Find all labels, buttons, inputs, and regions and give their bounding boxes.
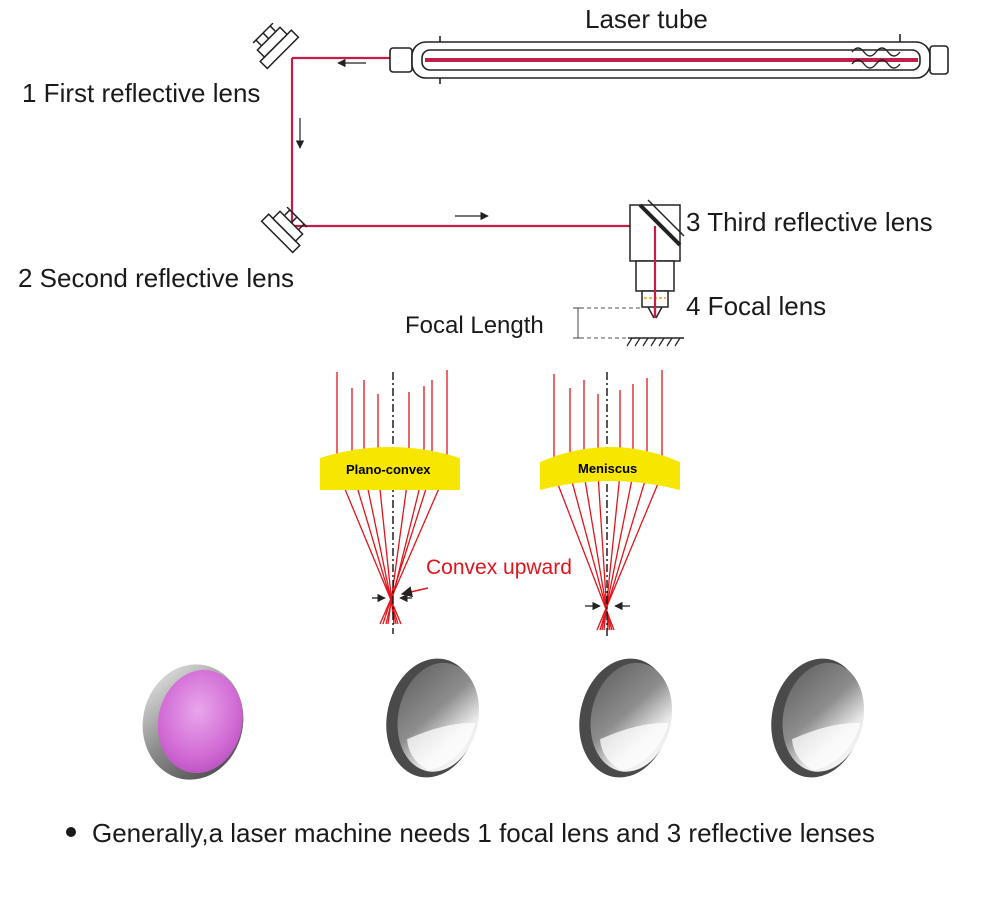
reflective-lens-photo-1 xyxy=(386,658,480,778)
plano-convex-lens xyxy=(320,447,460,490)
convex-upward-label: Convex upward xyxy=(426,556,572,579)
third-lens-label: 3 Third reflective lens xyxy=(686,207,933,237)
plano-convex-label: Plano-convex xyxy=(346,462,431,477)
summary-note-text: Generally,a laser machine needs 1 focal … xyxy=(92,818,875,848)
meniscus-label: Meniscus xyxy=(578,461,637,476)
reflective-lens-photo-2 xyxy=(579,658,673,778)
focal-lens-label: 4 Focal lens xyxy=(686,291,826,321)
focal-length-dimension xyxy=(573,307,640,339)
laser-tube-label: Laser tube xyxy=(585,4,708,34)
reflective-lens-photo-3 xyxy=(771,658,865,778)
arrow-icon xyxy=(295,58,489,221)
focal-length-label: Focal Length xyxy=(405,312,544,339)
plano-convex-rays xyxy=(336,370,448,625)
beam-path xyxy=(290,56,657,318)
meniscus-diagram: Meniscus xyxy=(540,370,680,636)
laser-head-icon xyxy=(629,199,685,319)
workpiece-icon xyxy=(626,337,684,347)
second-lens-label: 2 Second reflective lens xyxy=(18,263,294,293)
focal-lens-photo xyxy=(142,664,244,780)
second-mirror-icon xyxy=(260,206,308,254)
first-lens-label: 1 First reflective lens xyxy=(22,78,260,108)
meniscus-rays xyxy=(553,370,663,631)
first-mirror-icon xyxy=(252,22,300,70)
plano-convex-diagram: Plano-convex Convex upward xyxy=(320,370,572,634)
meniscus-lens xyxy=(540,447,680,490)
bullet-icon xyxy=(66,827,76,838)
summary-note: Generally,a laser machine needs 1 focal … xyxy=(66,818,875,849)
laser-tube-icon xyxy=(389,34,949,84)
